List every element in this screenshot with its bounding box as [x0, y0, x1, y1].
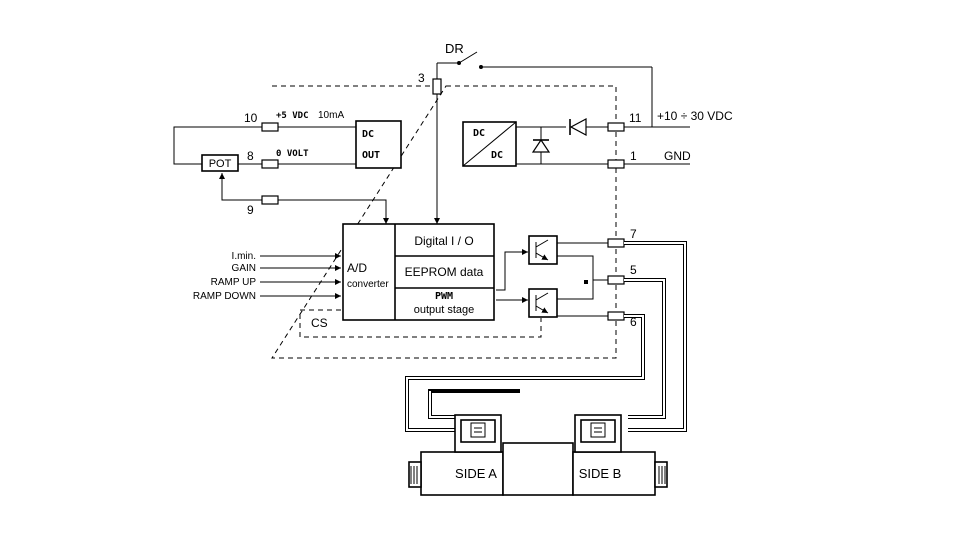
gnd-label: GND	[664, 149, 691, 163]
dc-dc-bottom-label: DC	[491, 150, 503, 161]
pwm-label-1: PWM	[435, 291, 453, 302]
digital-io-label: Digital I / O	[414, 234, 473, 248]
analog-inputs	[260, 253, 341, 299]
dc-out-block	[355, 120, 402, 169]
card-outline	[271, 85, 617, 359]
ma-label: 10mA	[318, 110, 344, 121]
ad-label-2: converter	[347, 279, 389, 290]
zero-volt-label: 0 VOLT	[276, 149, 309, 159]
input-gain-label: GAIN	[232, 263, 256, 274]
supply-label: +10 ÷ 30 VDC	[657, 109, 733, 123]
dc-dc-top-label: DC	[473, 128, 485, 139]
terminal-10	[261, 122, 279, 132]
plus5-label: +5 VDC	[276, 111, 309, 121]
side-a-label: SIDE A	[455, 466, 497, 481]
terminal-6-label: 6	[630, 315, 637, 329]
terminal-1	[607, 159, 625, 169]
pwm-label-2: output stage	[414, 304, 475, 316]
ad-converter-block	[342, 223, 495, 321]
input-imin-label: I.min.	[232, 251, 256, 262]
side-b-label: SIDE B	[579, 466, 622, 481]
terminal-11-label: 11	[629, 111, 642, 125]
terminal-5-label: 5	[630, 263, 637, 277]
terminal-1-label: 1	[630, 149, 637, 163]
terminal-5	[607, 275, 625, 285]
protection-diode	[531, 138, 551, 153]
ad-label-1: A/D	[347, 261, 367, 275]
reverse-polarity-diode	[569, 118, 587, 136]
terminal-8	[261, 159, 279, 169]
terminal-3-label: 3	[418, 71, 425, 85]
cs-label: CS	[311, 316, 328, 330]
dc-out-label-2: OUT	[362, 150, 380, 161]
terminal-7	[607, 238, 625, 248]
pot-box	[201, 154, 239, 172]
terminal-8-label: 8	[247, 149, 254, 163]
driver-a	[528, 235, 558, 265]
terminal-6	[607, 311, 625, 321]
solenoid-valve	[408, 414, 668, 496]
terminal-3	[432, 78, 442, 95]
terminal-9-label: 9	[247, 203, 254, 217]
terminal-11	[607, 122, 625, 132]
cs-loop	[299, 309, 542, 338]
dr-switch	[436, 51, 653, 127]
input-ramp-down-label: RAMP DOWN	[193, 291, 256, 302]
driver-b	[528, 288, 558, 318]
dc-out-label-1: DC	[362, 129, 374, 140]
eeprom-label: EEPROM data	[405, 265, 484, 279]
terminal-7-label: 7	[630, 227, 637, 241]
terminal-10-label: 10	[244, 111, 258, 125]
valve-cables	[405, 241, 687, 432]
terminal-9	[261, 195, 279, 205]
input-ramp-up-label: RAMP UP	[211, 277, 257, 288]
dr-label: DR	[445, 41, 464, 56]
pot-label: POT	[209, 158, 232, 170]
